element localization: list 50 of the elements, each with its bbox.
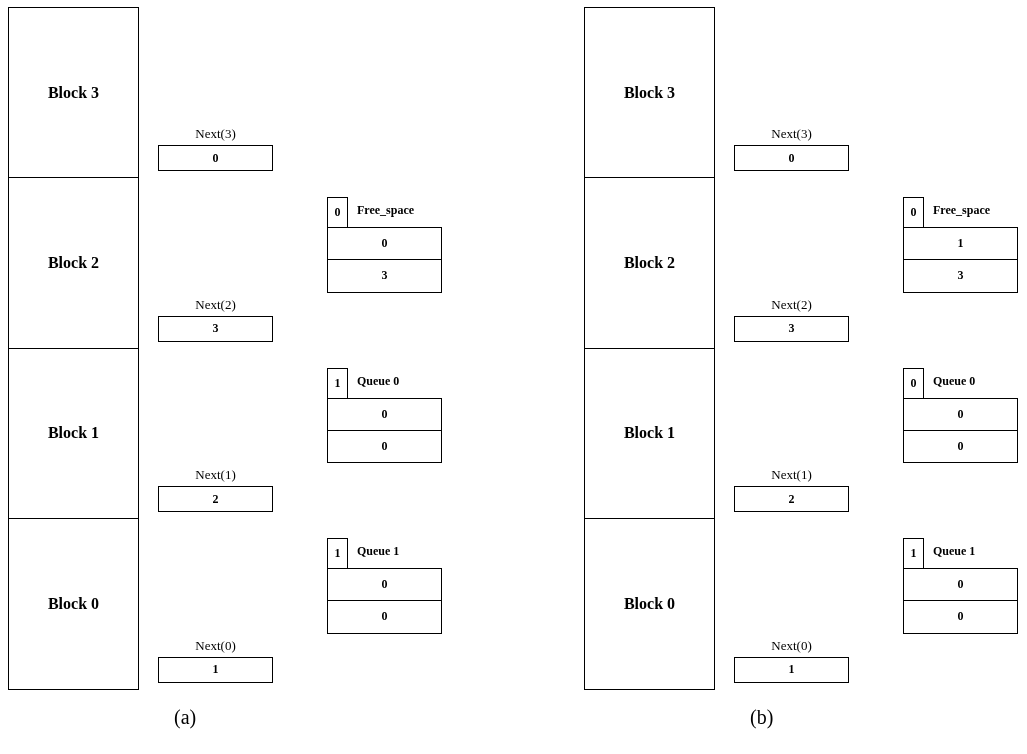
next-pointer-cell: 0 [734,145,849,171]
pointer-label: Next(0) [770,636,813,655]
next-pointer-cell: 1 [158,656,273,683]
pointer-label: Next(0) [194,636,237,655]
next-pointer-cell: 0 [158,145,273,171]
pointer-label: Next(2) [194,295,237,314]
queue-title: Queue 1 [357,544,400,559]
next-pointer-cell: 2 [734,486,849,512]
count-box: 0 [903,197,924,229]
panel-caption: (b) [750,706,774,729]
queue-title: Queue 0 [357,373,400,389]
queue-title: Queue 0 [933,373,976,389]
queue-title: Free_space [357,203,415,218]
next-pointer-cell: 1 [734,656,849,683]
memory-block: Block 0 [584,517,715,690]
memory-block: Block 3 [8,7,139,179]
next-pointer-cell: 3 [734,315,849,342]
memory-block: Block 1 [584,347,715,520]
count-box: 0 [327,197,348,229]
pointer-label: Next(3) [194,125,237,143]
queue-cell: 3 [903,259,1018,293]
count-box: 0 [903,367,924,399]
queue-cell: 1 [903,227,1018,261]
memory-block: Block 2 [584,177,715,350]
next-pointer-cell: 2 [158,486,273,512]
queue-cell: 0 [327,600,442,634]
queue-cell: 0 [327,227,442,261]
queue-cell: 0 [903,429,1018,463]
count-box: 1 [903,538,924,570]
pointer-label: Next(1) [770,466,813,484]
memory-block: Block 1 [8,347,139,520]
memory-block: Block 2 [8,177,139,350]
queue-cell: 0 [327,429,442,463]
queue-cell: 0 [903,397,1018,431]
pointer-label: Next(2) [770,295,813,314]
queue-cell: 3 [327,259,442,293]
pointer-label: Next(1) [194,466,237,484]
queue-cell: 0 [327,568,442,602]
memory-block: Block 0 [8,517,139,690]
queue-cell: 0 [327,397,442,431]
queue-cell: 0 [903,568,1018,602]
next-pointer-cell: 3 [158,315,273,342]
count-box: 1 [327,367,348,399]
count-box: 1 [327,538,348,570]
queue-title: Queue 1 [933,544,976,559]
panel-caption: (a) [174,706,197,729]
memory-block: Block 3 [584,7,715,179]
pointer-label: Next(3) [770,125,813,143]
queue-title: Free_space [933,203,991,218]
queue-cell: 0 [903,600,1018,634]
